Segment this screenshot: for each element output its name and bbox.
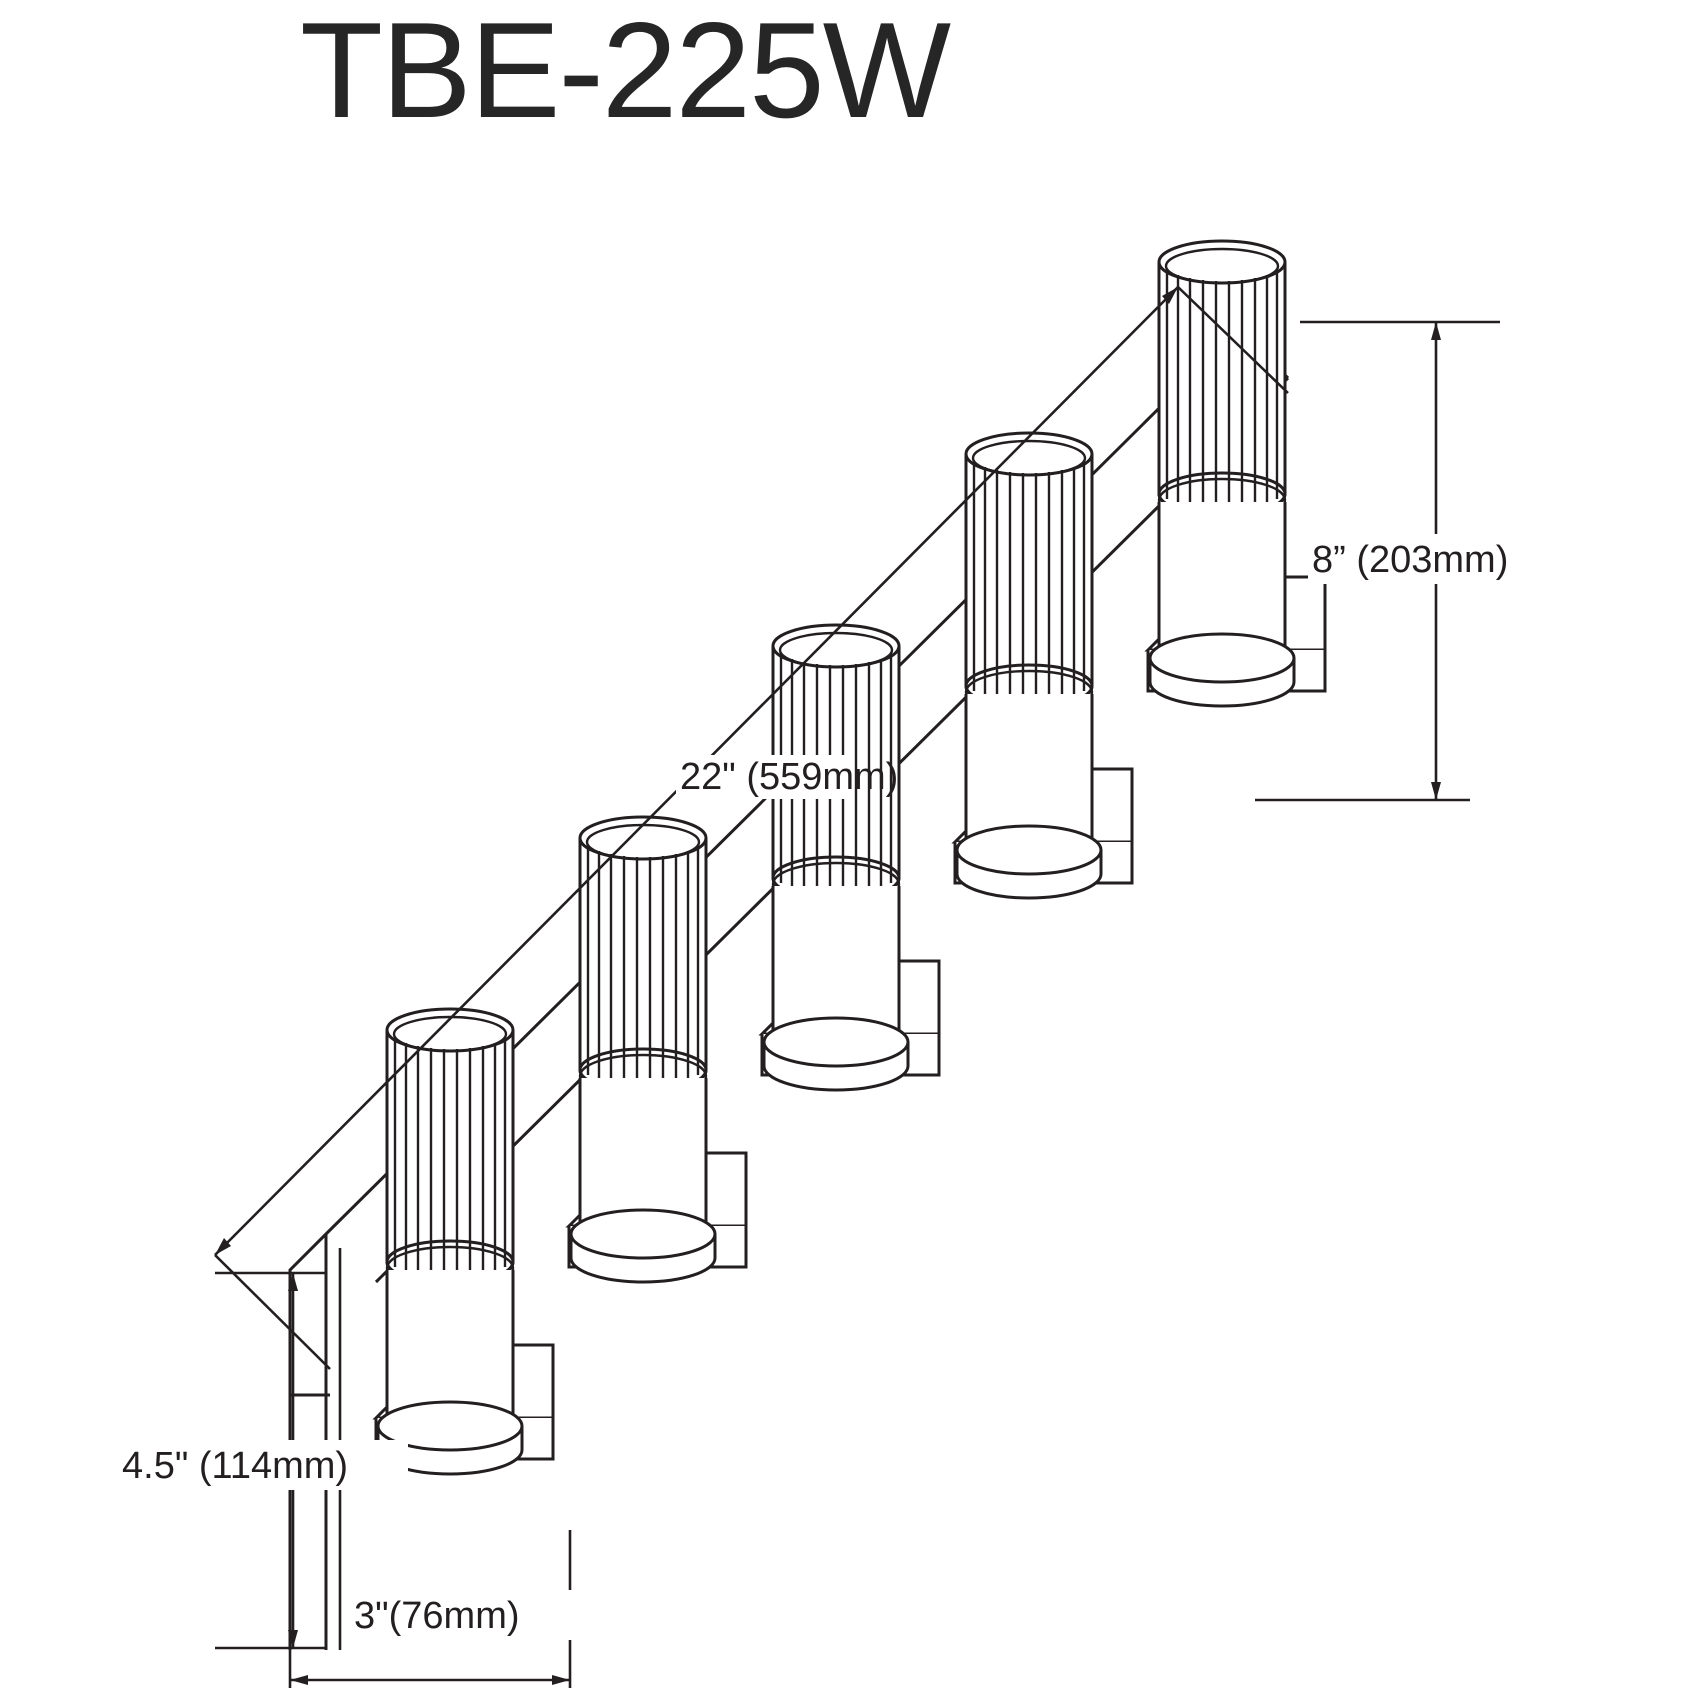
light-head-1: [372, 1007, 555, 1476]
dimension-label-overall-length: 22" (559mm): [680, 756, 898, 798]
light-head-3: [758, 623, 941, 1092]
page-title: TBE-225W: [300, 0, 951, 146]
light-head-2: [565, 815, 748, 1284]
light-head-5: [1144, 239, 1327, 708]
dimension-fixture-height: 8” (203mm): [1255, 320, 1574, 802]
light-head-4: [951, 431, 1134, 900]
fixture-assembly: [288, 239, 1327, 1650]
dimension-projection: 3"(76mm): [288, 1530, 580, 1688]
dimension-backplate-height: 4.5" (114mm): [118, 1271, 408, 1650]
dimension-label-projection: 3"(76mm): [354, 1595, 520, 1637]
dimension-label-backplate-height: 4.5" (114mm): [122, 1445, 348, 1487]
dimension-label-fixture-height: 8” (203mm): [1312, 539, 1508, 581]
